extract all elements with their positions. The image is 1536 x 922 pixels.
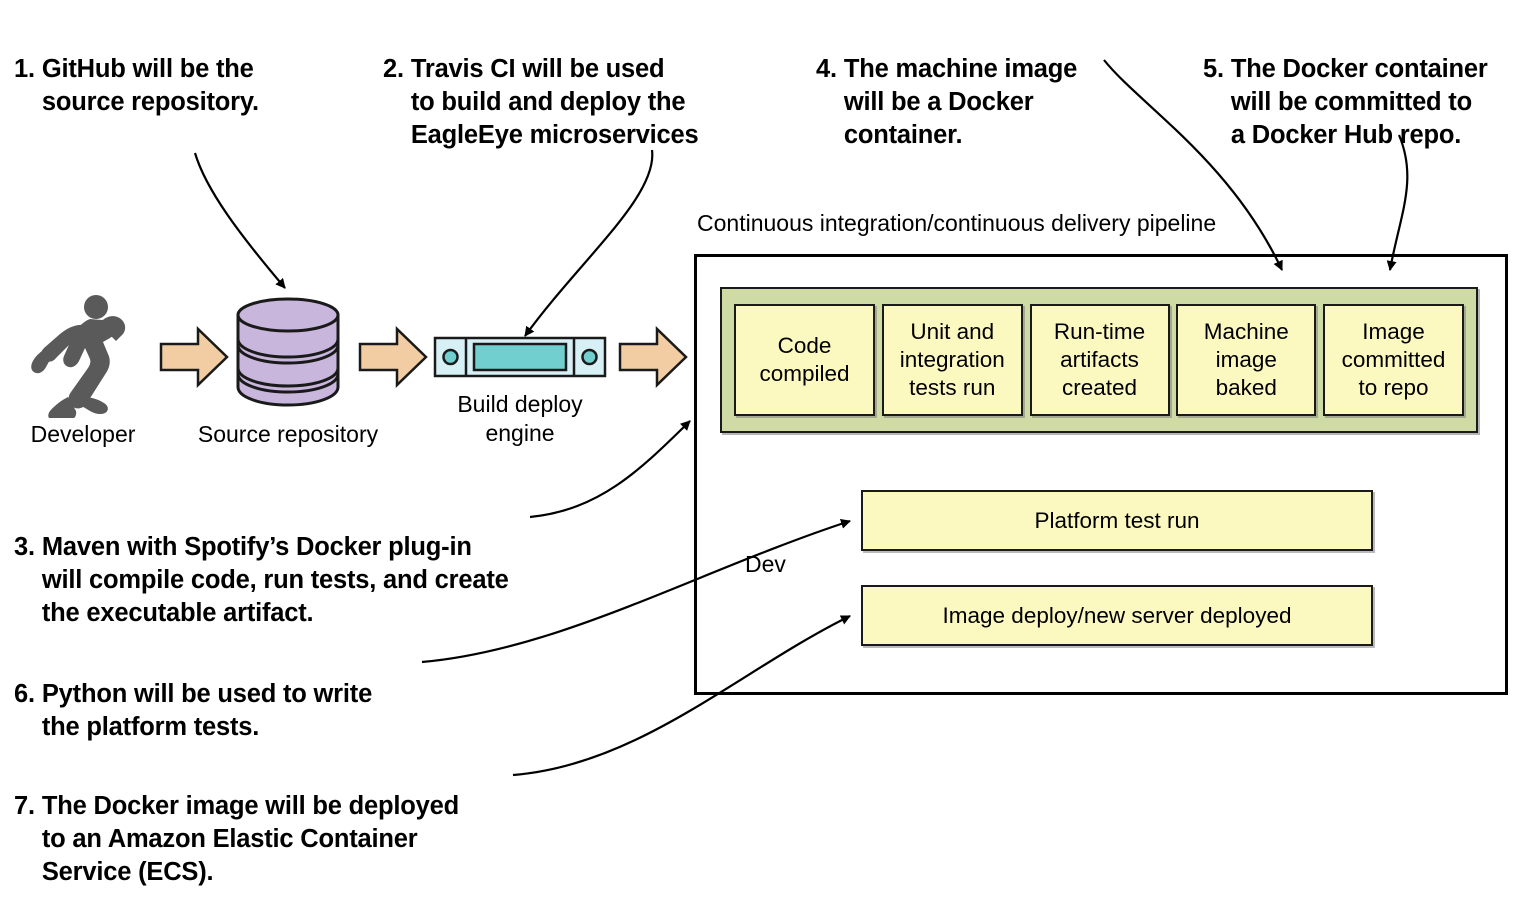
callout-note-3-text: Maven with Spotify’s Docker plug-in will… [41, 533, 509, 627]
callout-note-2-text: Travis CI will be used to build and depl… [410, 55, 699, 149]
callout-note-3-number: 3. [14, 533, 35, 561]
callout-note-2: 2. Travis CI will be used to build and d… [383, 20, 733, 185]
callout-note-7: 7. The Docker image will be deployed to … [14, 757, 524, 922]
build-server-icon [433, 336, 607, 378]
diagram-canvas: 1. GitHub will be the source repository.… [14, 20, 1528, 886]
callout-note-5-text: The Docker container will be committed t… [1230, 55, 1488, 149]
build-deploy-engine-label: Build deploy engine [457, 391, 583, 446]
stage-box-code-compiled[interactable]: Code compiled [734, 304, 875, 416]
callout-note-6-number: 6. [14, 680, 35, 708]
callout-note-6: 6. Python will be used to write the plat… [14, 645, 434, 777]
callout-note-5-number: 5. [1203, 55, 1224, 83]
stage-box-image-committed[interactable]: Image committed to repo [1323, 304, 1464, 416]
callout-note-2-number: 2. [383, 55, 404, 83]
callout-note-1-number: 1. [14, 55, 35, 83]
callout-note-5: 5. The Docker container will be committe… [1203, 20, 1528, 185]
runner-silhouette-icon [24, 293, 144, 420]
block-arrow-right-icon [158, 325, 230, 394]
image-deploy-box[interactable]: Image deploy/new server deployed [861, 585, 1373, 646]
callout-note-3: 3. Maven with Spotify’s Docker plug-in w… [14, 498, 554, 663]
platform-test-run-box[interactable]: Platform test run [861, 490, 1373, 551]
developer-label: Developer [30, 421, 136, 447]
dev-environment-label: Dev [745, 551, 786, 577]
callout-note-7-text: The Docker image will be deployed to an … [41, 792, 459, 886]
pipeline-stage-band: Code compiled Unit and integration tests… [720, 287, 1478, 433]
database-cylinder-icon [233, 295, 343, 407]
callout-note-6-text: Python will be used to write the platfor… [41, 680, 373, 741]
callout-note-1-text: GitHub will be the source repository. [41, 55, 259, 116]
connector-note1-to-repo [193, 152, 286, 289]
block-arrow-right-icon [617, 325, 689, 394]
source-repository-label: Source repository [197, 421, 379, 447]
callout-note-4-text: The machine image will be a Docker conta… [843, 55, 1078, 149]
callout-note-4-number: 4. [816, 55, 837, 83]
callout-note-1: 1. GitHub will be the source repository. [14, 20, 344, 152]
block-arrow-right-icon [357, 325, 429, 394]
stage-box-unit-integration-tests[interactable]: Unit and integration tests run [881, 304, 1023, 416]
stage-box-machine-image-baked[interactable]: Machine image baked [1176, 304, 1317, 416]
pipeline-title: Continuous integration/continuous delive… [697, 210, 1217, 236]
stage-box-runtime-artifacts[interactable]: Run-time artifacts created [1029, 304, 1170, 416]
callout-note-4: 4. The machine image will be a Docker co… [816, 20, 1116, 185]
callout-note-7-number: 7. [14, 792, 35, 820]
